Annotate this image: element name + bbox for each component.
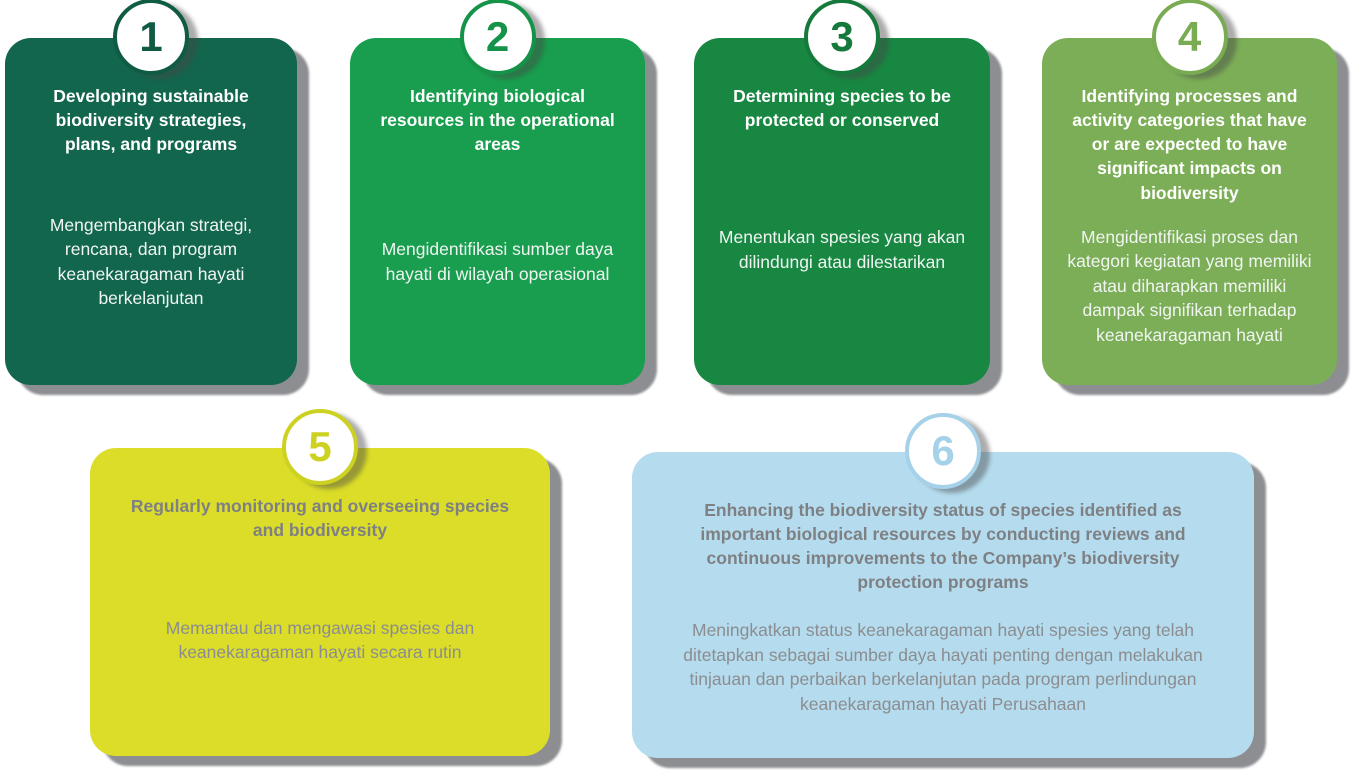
card-5-number: 5 [308,423,332,470]
card-5-number-badge: 5 [282,409,358,485]
card-4-number: 4 [1177,13,1202,60]
card-2-body: Mengidentifikasi sumber daya hayati di w… [381,239,614,284]
card-3-number-badge: 3 [804,0,880,75]
card-3-title: Determining species to be protected or c… [733,86,951,131]
card-1-title: Developing sustainable biodiversity stra… [53,86,249,155]
card-6: 6 Enhancing the biodiversity status of s… [632,413,1254,758]
card-6-number-badge: 6 [905,413,981,489]
card-2-number: 2 [485,13,510,60]
card-4-body: Mengidentifikasi proses dan kategori keg… [1067,226,1312,345]
card-4-title: Identifying processes and activity categ… [1072,86,1307,203]
card-1: 1 Developing sustainable biodiversity st… [5,0,297,385]
card-3-number: 3 [830,13,854,60]
card-6-body: Meningkatkan status keanekaragaman hayat… [683,620,1203,714]
card-5-body: Memantau dan mengawasi spesies dan keane… [165,617,475,663]
card-5-title: Regularly monitoring and overseeing spec… [130,496,510,541]
card-1-body: Mengembangkan strategi, rencana, dan pro… [49,214,253,309]
card-3-body: Menentukan spesies yang akan dilindungi … [718,227,966,272]
card-1-number: 1 [139,13,163,60]
card-3: 3 Determining species to be protected or… [694,0,990,385]
card-5: 5 Regularly monitoring and overseeing sp… [90,409,550,756]
card-2-title: Identifying biological resources in the … [380,86,615,155]
card-4: 4 Identifying processes and activity cat… [1042,0,1337,385]
card-4-number-badge: 4 [1151,0,1228,75]
card-6-title: Enhancing the biodiversity status of spe… [700,500,1186,593]
card-6-number: 6 [931,427,955,474]
card-1-number-badge: 1 [113,0,189,75]
card-2: 2 Identifying biological resources in th… [350,0,645,385]
card-2-number-badge: 2 [459,0,536,75]
